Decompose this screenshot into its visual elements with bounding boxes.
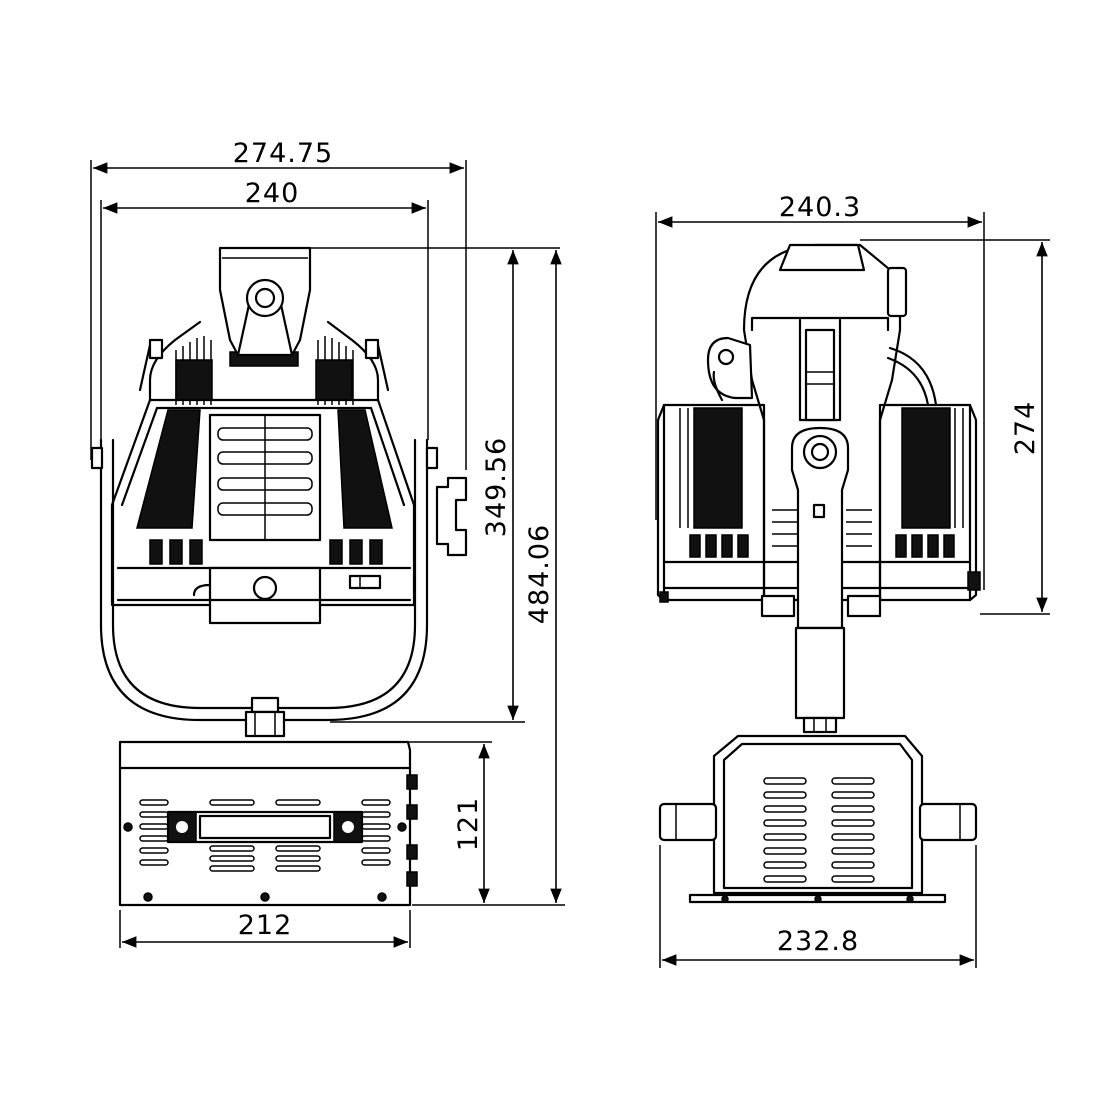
front-view	[90, 246, 468, 907]
dimension-lines	[90, 160, 1050, 968]
side-right-panel	[901, 407, 951, 529]
tilt-handle	[435, 476, 468, 557]
side-stem	[794, 626, 846, 720]
dim-side-base-width: 232.8	[777, 926, 859, 957]
left-led-panel	[136, 409, 201, 529]
right-led-panel	[337, 409, 393, 529]
side-view	[656, 243, 981, 904]
dim-side-height: 274	[1010, 401, 1041, 456]
dim-body-width: 240	[245, 178, 300, 209]
dim-base-width: 212	[238, 910, 293, 941]
front-head	[110, 246, 416, 625]
dim-head-height: 349.56	[481, 437, 512, 537]
dim-total-height: 484.06	[524, 524, 555, 624]
dim-side-width: 240.3	[779, 192, 861, 223]
side-base	[658, 734, 978, 904]
side-yoke-arm	[790, 426, 850, 630]
dim-overall-width: 274.75	[233, 138, 333, 169]
front-base	[118, 740, 418, 907]
dimension-labels: 274.75 240 349.56 484.06 121 212 240.3 2…	[233, 138, 1041, 957]
side-left-panel	[693, 407, 743, 529]
left-knob	[90, 446, 104, 470]
dim-base-height: 121	[453, 797, 484, 852]
stem-nut	[244, 696, 286, 738]
